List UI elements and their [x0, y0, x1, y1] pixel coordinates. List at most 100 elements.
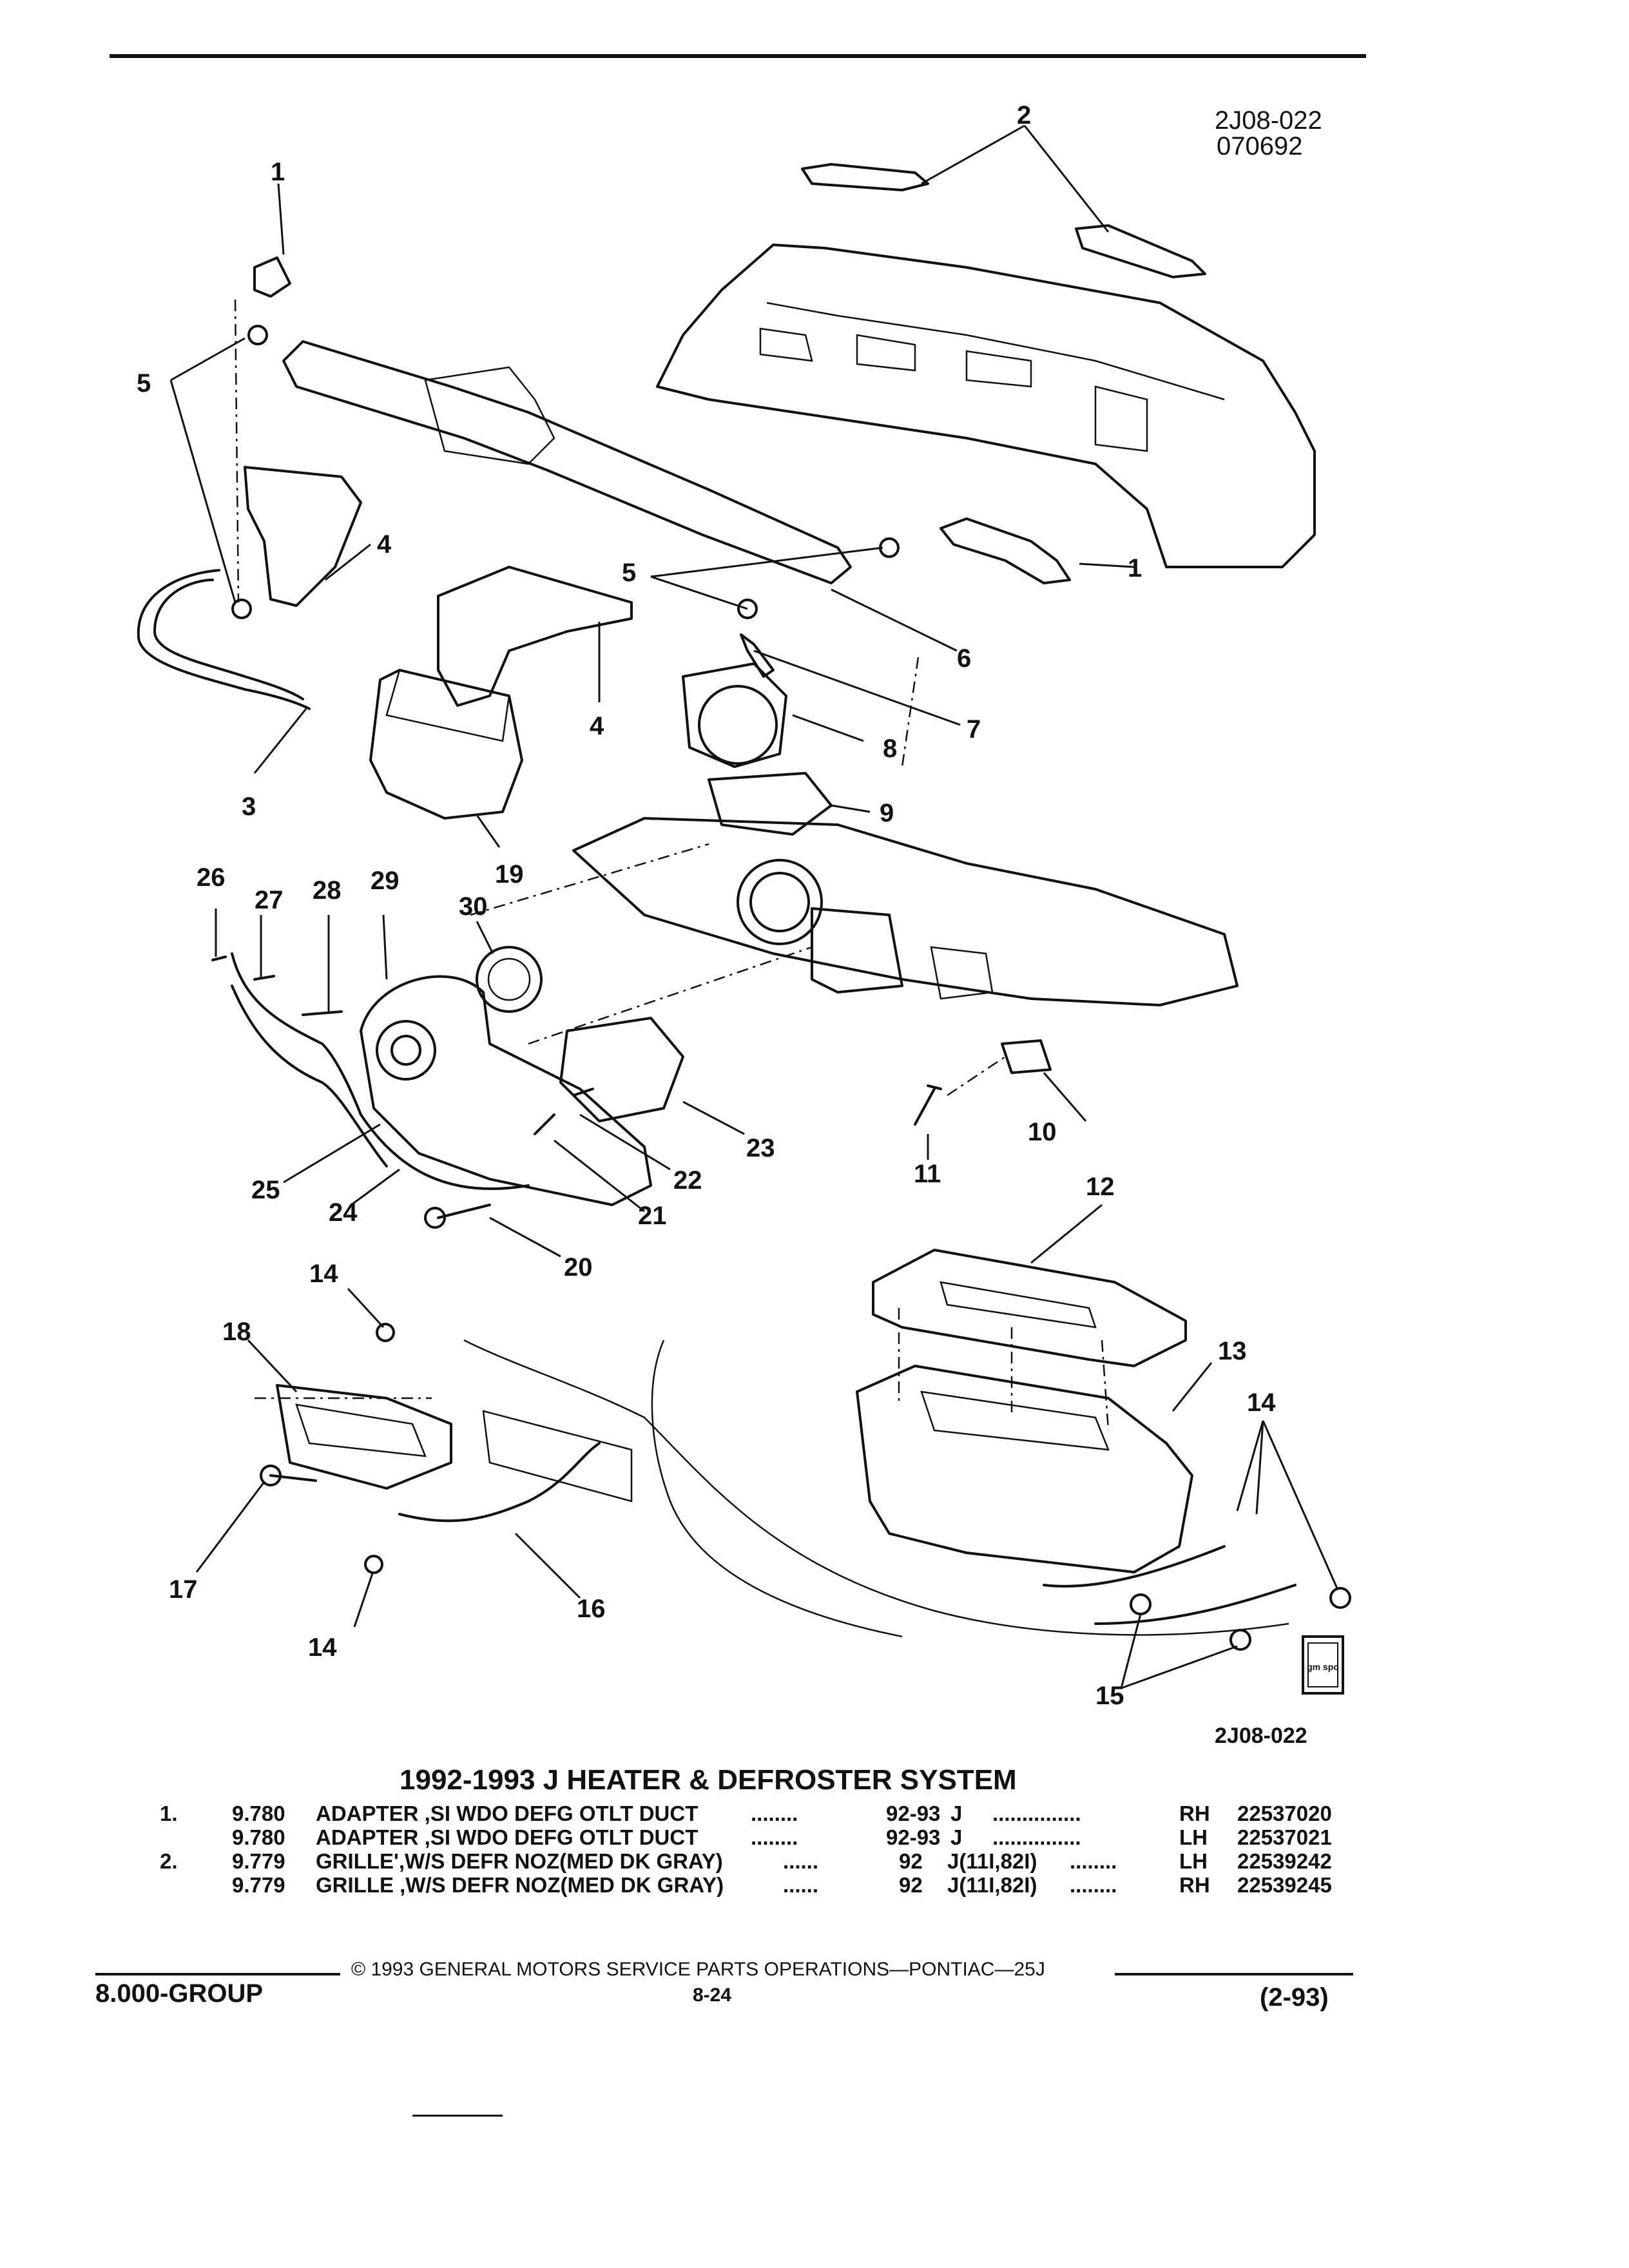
part-dots: ........: [1070, 1873, 1117, 1897]
callout-28: 28: [313, 876, 342, 905]
part-desc: GRILLE ,W/S DEFR NOZ(MED DK GRAY): [316, 1873, 724, 1897]
control-cable: [398, 1442, 601, 1523]
adapter-rh: [940, 517, 1071, 584]
footer-page: 8-24: [693, 1984, 732, 2006]
footer-group: 8.000-GROUP: [95, 1979, 264, 2008]
part-year: 92: [899, 1873, 923, 1897]
callout-25: 25: [251, 1176, 280, 1204]
part-year: 92-93: [886, 1825, 941, 1849]
part-model: J: [950, 1802, 963, 1825]
callout-12: 12: [1086, 1173, 1115, 1201]
callout-21: 21: [638, 1202, 667, 1230]
part-desc: ADAPTER ,SI WDO DEFG OTLT DUCT: [316, 1802, 699, 1825]
callout-26: 26: [197, 863, 226, 892]
callout-4-lower: 4: [590, 712, 604, 740]
header-ref-code: 2J08-022: [1215, 106, 1322, 135]
defroster-duct-center: [437, 566, 633, 707]
part-year: 92-93: [886, 1802, 941, 1825]
part-model: J(11I,82I): [947, 1873, 1037, 1897]
logo-text: gm spo: [1307, 1662, 1339, 1672]
part-code: 9.779: [232, 1873, 285, 1897]
callout-30: 30: [459, 892, 488, 921]
adapter-lh: [253, 256, 291, 298]
callout-5-center: 5: [622, 559, 636, 587]
diagram-footer-code: 2J08-022: [1215, 1724, 1307, 1748]
part-side: LH: [1179, 1825, 1208, 1849]
defroster-grille-rh: [1075, 224, 1206, 278]
callout-17: 17: [169, 1575, 198, 1604]
callout-1-top: 1: [271, 158, 285, 186]
part-code: 9.780: [232, 1802, 285, 1825]
callout-3: 3: [242, 793, 256, 821]
heater-case-gasket: [872, 1249, 1187, 1367]
callout-14-right: 14: [1247, 1389, 1276, 1417]
part-ref: 2.: [160, 1849, 178, 1873]
callout-15: 15: [1095, 1682, 1124, 1710]
part-side: LH: [1179, 1849, 1208, 1873]
hose: [137, 569, 311, 710]
wiring-harness: [231, 952, 530, 1191]
callout-14-bottom: 14: [308, 1633, 337, 1662]
part-dots: ...............: [992, 1802, 1081, 1825]
callout-7: 7: [967, 715, 981, 744]
blower-ring: [698, 685, 778, 765]
part-dots: ......: [783, 1873, 819, 1897]
defroster-duct: [282, 340, 852, 584]
heater-case: [856, 1365, 1193, 1573]
footer-rule-left: [95, 1973, 340, 1975]
callout-20: 20: [564, 1253, 593, 1282]
part-dots: ......: [783, 1849, 819, 1873]
callout-2: 2: [1017, 101, 1031, 130]
callout-29: 29: [371, 867, 400, 895]
exploded-parts-diagram: 1 2 1 5 4 5 6 7 8 4 3 19 9 26 27 28 29 3…: [137, 101, 1351, 1748]
callout-23: 23: [746, 1134, 775, 1162]
footer-revision: (2-93): [1260, 1983, 1329, 2012]
part-dots: ........: [1070, 1849, 1117, 1873]
part-model: J: [950, 1825, 963, 1849]
callout-14-top: 14: [309, 1260, 338, 1288]
callout-24: 24: [329, 1198, 358, 1227]
blower-housing: [360, 975, 652, 1206]
part-ref: 1.: [160, 1802, 178, 1825]
top-rule: [110, 54, 1366, 58]
part-number: 22539242: [1237, 1849, 1332, 1873]
callout-10: 10: [1028, 1118, 1057, 1146]
callout-16: 16: [577, 1595, 606, 1623]
heater-bracket: [276, 1384, 452, 1490]
seal-ring: [476, 946, 543, 1013]
parts-row: 1. 9.780 ADAPTER ,SI WDO DEFG OTLT DUCT …: [0, 1802, 1629, 1829]
gm-spo-logo: gm spo: [1302, 1635, 1344, 1695]
callout-19: 19: [495, 860, 524, 889]
parts-row: 2. 9.779 GRILLE',W/S DEFR NOZ(MED DK GRA…: [0, 1849, 1629, 1876]
part-desc: GRILLE',W/S DEFR NOZ(MED DK GRAY): [316, 1849, 723, 1873]
part-side: RH: [1179, 1802, 1210, 1825]
header-date-code: 070692: [1217, 132, 1303, 160]
scan-mark: [412, 2115, 503, 2117]
page-title: 1992-1993 J HEATER & DEFROSTER SYSTEM: [400, 1764, 1017, 1796]
dash-panel: [572, 817, 1239, 1006]
callout-1-right: 1: [1128, 554, 1142, 582]
callout-4-upper: 4: [377, 530, 392, 559]
part-code: 9.780: [232, 1825, 285, 1849]
callout-9: 9: [880, 799, 894, 827]
part-dots: ........: [751, 1825, 798, 1849]
callout-22: 22: [673, 1166, 702, 1195]
footer-rule-right: [1115, 1973, 1353, 1975]
gasket-23: [559, 1017, 684, 1122]
defroster-grille-lh: [801, 163, 929, 191]
part-desc: ADAPTER ,SI WDO DEFG OTLT DUCT: [316, 1825, 699, 1849]
duct-box: [369, 669, 523, 820]
footer-copyright: © 1993 GENERAL MOTORS SERVICE PARTS OPER…: [351, 1959, 1045, 1980]
part-side: RH: [1179, 1873, 1210, 1897]
part-dots: ...............: [992, 1825, 1081, 1849]
part-model: J(11I,82I): [947, 1849, 1037, 1873]
callout-11: 11: [914, 1160, 941, 1188]
instrument-panel-carrier: [656, 244, 1316, 568]
part-dots: ........: [751, 1802, 798, 1825]
parts-row: 9.779 GRILLE ,W/S DEFR NOZ(MED DK GRAY) …: [0, 1873, 1629, 1900]
part-number: 22539245: [1237, 1873, 1332, 1897]
callout-5-left: 5: [137, 369, 151, 398]
part-number: 22537020: [1237, 1802, 1332, 1825]
part-number: 22537021: [1237, 1825, 1332, 1849]
parts-row: 9.780 ADAPTER ,SI WDO DEFG OTLT DUCT ...…: [0, 1825, 1629, 1852]
